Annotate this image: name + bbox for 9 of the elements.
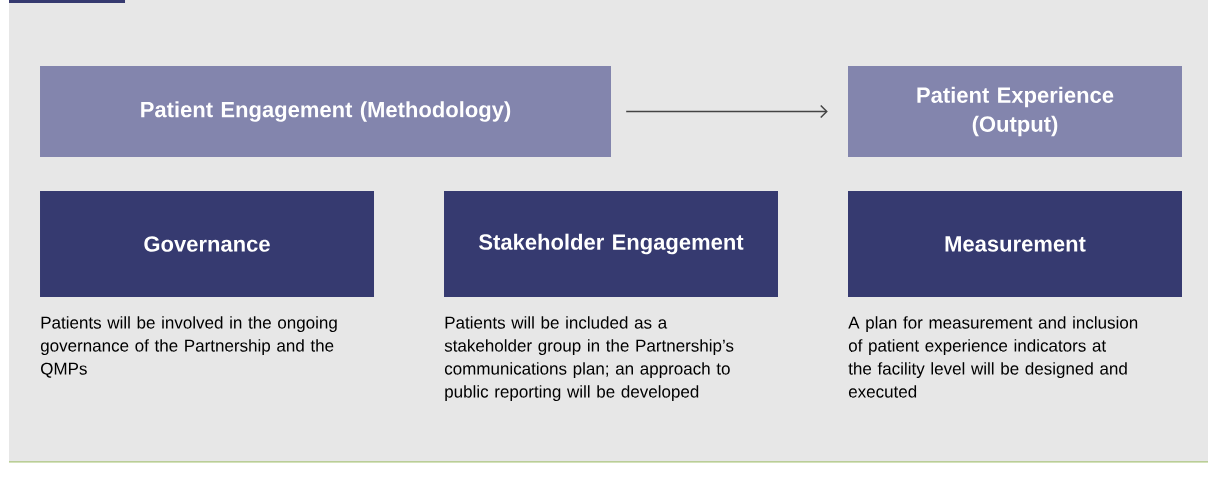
heading-box: Patient Engagement (Methodology) [40,66,611,157]
heading-box: Patient Experience (Output) [848,66,1182,157]
category-box: Stakeholder Engagement [444,191,778,297]
description-text: A plan for measurement and inclusion of patient experience indicators at the facility level will be designed and executed [848,316,1138,398]
arrow [625,104,828,119]
description-text: Patients will be involved in the ongoing governance of the Partnership and the QMPs [40,316,337,378]
category-box: Governance [40,191,374,297]
category-box: Measurement [848,191,1182,297]
description-text: Patients will be included as a stakeholder group in the Partnership’s communications plan; an approach to public reporting will be developed [444,316,734,402]
